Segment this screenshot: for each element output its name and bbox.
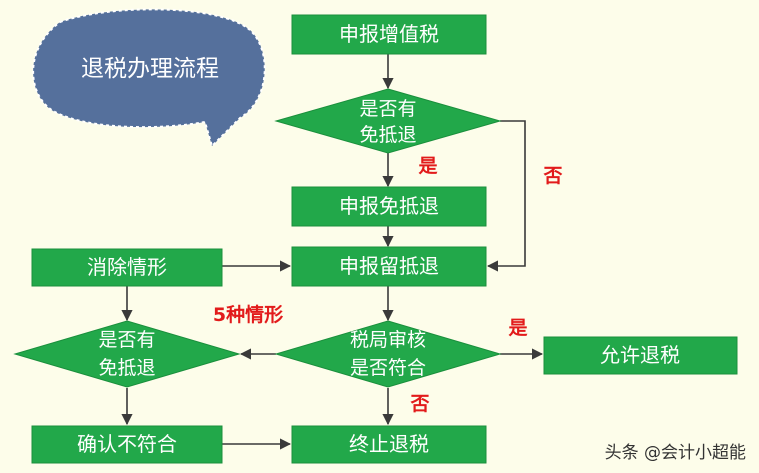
svg-text:终止退税: 终止退税 bbox=[349, 432, 429, 456]
connectors bbox=[121, 54, 544, 450]
label-no-top: 否 bbox=[542, 165, 562, 187]
svg-text:是否符合: 是否符合 bbox=[350, 357, 426, 379]
svg-text:税局审核: 税局审核 bbox=[350, 329, 426, 351]
svg-text:申报增值税: 申报增值税 bbox=[339, 22, 439, 46]
svg-text:免抵退: 免抵退 bbox=[98, 357, 155, 379]
decision-exempt-credit-left: 是否有 免抵退 bbox=[13, 320, 241, 388]
title-bubble: 退税办理流程 bbox=[32, 8, 266, 148]
node-eliminate: 消除情形 bbox=[31, 248, 223, 287]
svg-text:确认不符合: 确认不符合 bbox=[77, 432, 177, 456]
label-yes-right: 是 bbox=[508, 317, 527, 339]
watermark: 头条 @会计小超能 bbox=[605, 443, 746, 463]
node-declare-exempt: 申报免抵退 bbox=[291, 186, 487, 227]
label-yes-top: 是 bbox=[418, 155, 437, 177]
node-confirm-not: 确认不符合 bbox=[31, 425, 223, 464]
label-no-bottom: 否 bbox=[409, 393, 429, 415]
svg-text:申报免抵退: 申报免抵退 bbox=[339, 194, 439, 218]
decision-bureau-review: 税局审核 是否符合 bbox=[274, 320, 502, 388]
svg-text:是否有: 是否有 bbox=[359, 98, 416, 120]
svg-text:是否有: 是否有 bbox=[98, 329, 155, 351]
node-declare-retained: 申报留抵退 bbox=[291, 246, 487, 287]
svg-text:允许退税: 允许退税 bbox=[600, 343, 680, 367]
node-declare-vat: 申报增值税 bbox=[291, 14, 487, 55]
page-title: 退税办理流程 bbox=[81, 56, 219, 82]
label-five-cases: 5种情形 bbox=[213, 303, 283, 326]
decision-exempt-credit-top: 是否有 免抵退 bbox=[274, 88, 502, 154]
svg-text:申报留抵退: 申报留抵退 bbox=[339, 254, 439, 278]
svg-text:消除情形: 消除情形 bbox=[87, 255, 167, 279]
node-allow-refund: 允许退税 bbox=[543, 336, 738, 375]
connector-q1-no bbox=[486, 120, 526, 272]
svg-text:免抵退: 免抵退 bbox=[359, 124, 416, 146]
node-terminate: 终止退税 bbox=[291, 425, 487, 464]
